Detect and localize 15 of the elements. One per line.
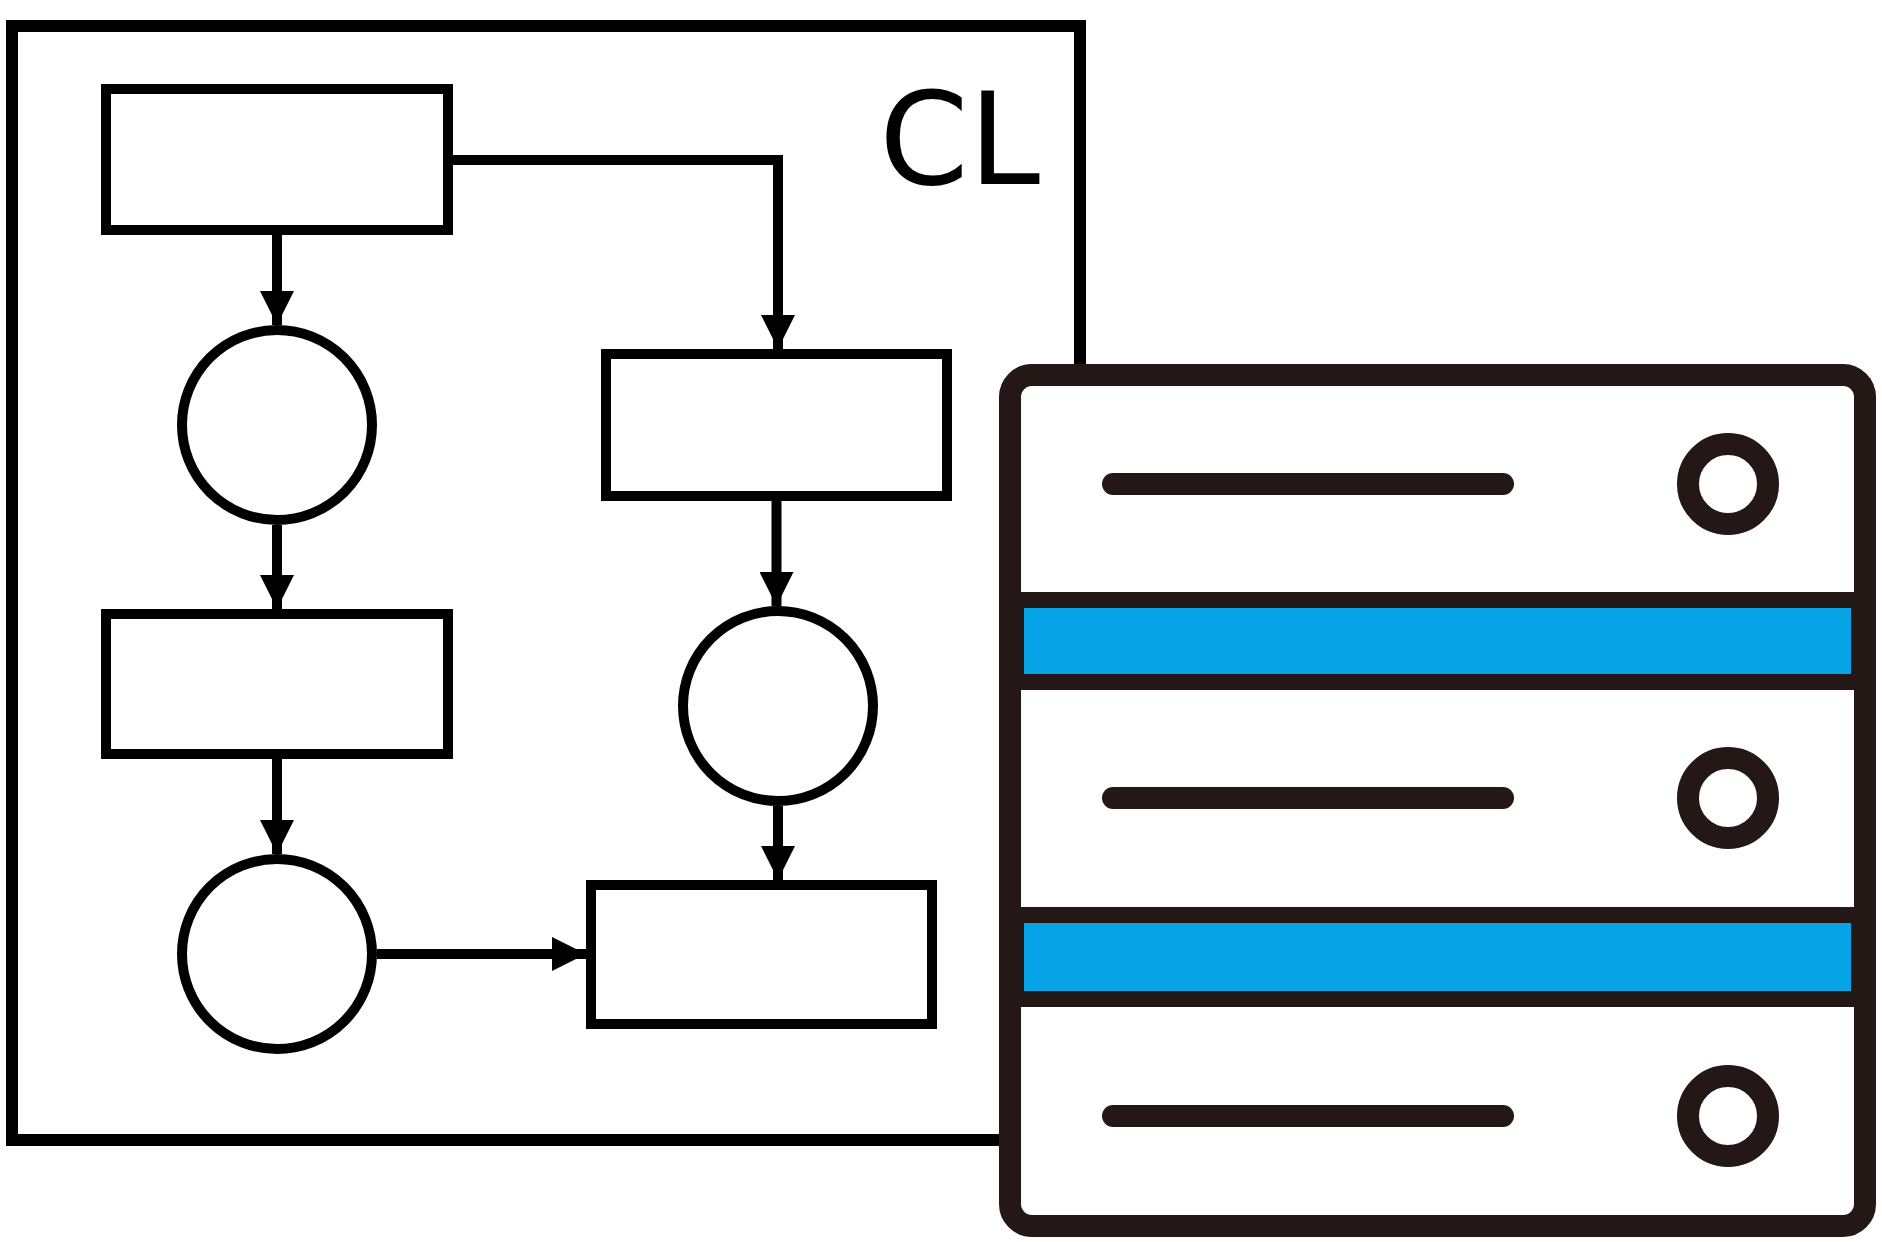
arrow bbox=[260, 235, 294, 325]
circle-node bbox=[177, 854, 377, 1054]
circle-node bbox=[177, 325, 377, 525]
arrow bbox=[260, 525, 294, 609]
arrow bbox=[260, 759, 294, 854]
frame-title: CL bbox=[879, 76, 1040, 204]
process-box bbox=[586, 880, 937, 1029]
arrow bbox=[377, 937, 586, 971]
process-box bbox=[101, 84, 453, 235]
arrow bbox=[453, 155, 795, 349]
arrow bbox=[761, 806, 795, 880]
circle-node bbox=[678, 606, 878, 806]
arrow bbox=[759, 501, 794, 606]
process-box bbox=[101, 609, 453, 759]
process-box bbox=[601, 349, 952, 501]
